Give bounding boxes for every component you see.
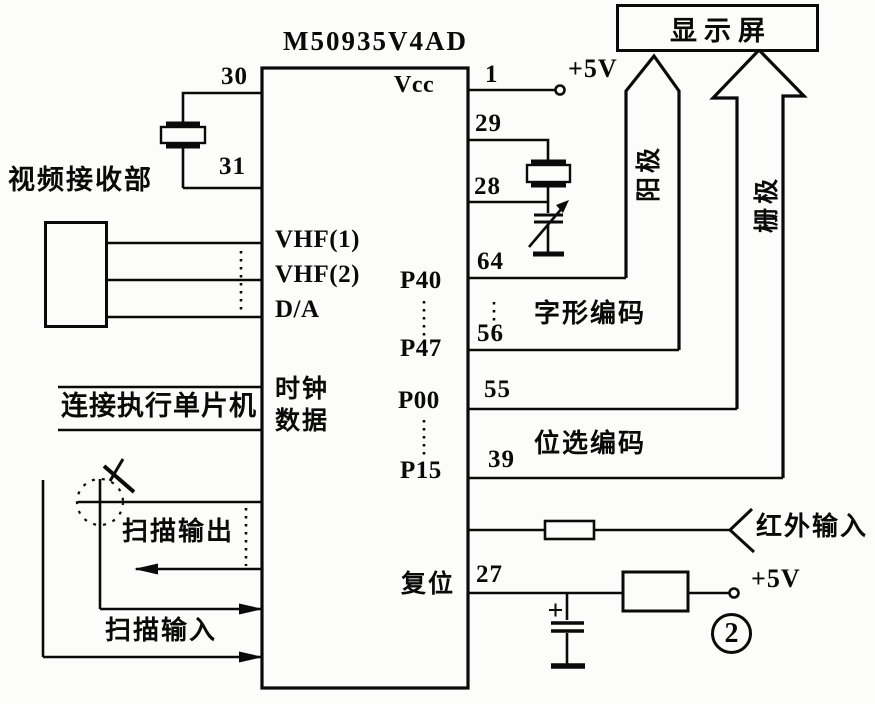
anode-label: 阳极: [636, 144, 663, 203]
reset-circuit: [468, 570, 740, 669]
resistor-icon: [543, 519, 596, 541]
arrowhead-right-icon: [239, 603, 263, 615]
pin-label-p00: P00: [398, 387, 440, 414]
bit-select-code-label: 位选编码: [534, 429, 647, 458]
pin-label-da: D/A: [275, 296, 320, 323]
pin-number-39: 39: [488, 446, 515, 473]
reset-5v-label: +5V: [751, 564, 801, 593]
video-receiver-label: 视频接收部: [8, 165, 153, 195]
pin-number-28: 28: [474, 173, 501, 200]
reset-component-icon: [621, 570, 690, 613]
crystal-right-icon: [525, 163, 572, 184]
terminal-icon: [728, 587, 740, 599]
figure-number: 2: [724, 617, 739, 649]
video-input-wires: [108, 241, 262, 319]
crystal-circuit-right: [468, 138, 572, 257]
pin-label-p40: P40: [400, 267, 442, 294]
display-screen-box: 显示屏: [616, 4, 819, 52]
vcc-5v-label: +5V: [568, 54, 618, 83]
pin-label-vcc: Vcc: [394, 72, 435, 98]
ic-title: M50935V4AD: [283, 26, 468, 56]
grid-label: 栅极: [754, 175, 781, 234]
pin-label-reset: 复位: [401, 571, 456, 598]
polarized-capacitor-icon: [549, 603, 584, 633]
mcu-link-label: 连接执行单片机: [61, 391, 257, 421]
trimmer-capacitor-icon: [528, 200, 569, 248]
pin-label-vhf1: VHF(1): [275, 226, 360, 253]
crystal-left-icon: [159, 125, 207, 145]
switch-lever-icon: [102, 464, 136, 494]
scan-wires: [41, 458, 263, 663]
ir-input-wire: [468, 507, 756, 554]
ir-input-label: 红外输入: [756, 512, 869, 541]
crystal-circuit-left: [159, 91, 262, 190]
pin-number-27: 27: [476, 561, 503, 588]
figure-number-badge: 2: [711, 613, 752, 654]
pin-label-p15: P15: [400, 457, 442, 484]
arrowhead-right-icon: [239, 651, 263, 663]
grid-bus-arrow-icon: [709, 47, 808, 478]
display-screen-label: 显示屏: [670, 15, 772, 46]
scan-input-label: 扫描输入: [105, 616, 218, 645]
vcc-wire: [468, 84, 566, 96]
pin-label-p47: P47: [400, 335, 442, 362]
pin-label-data: 数据: [275, 408, 330, 435]
pin-number-29: 29: [475, 110, 502, 137]
scan-output-label: 扫描输出: [122, 517, 235, 546]
glyph-code-label: 字形编码: [534, 299, 647, 328]
pin-number-56: 56: [477, 320, 504, 347]
ir-chevron-icon: [727, 507, 756, 554]
ic-outline: [260, 66, 470, 690]
pin-label-clock: 时钟: [275, 376, 330, 403]
pin-number-64: 64: [477, 248, 504, 275]
pin-number-1: 1: [485, 61, 499, 88]
pin-number-30: 30: [221, 63, 248, 90]
mcu-link-wires: [58, 385, 262, 432]
anode-bus-arrow-icon: [624, 53, 681, 350]
video-receiver-box: [44, 221, 108, 328]
pin-number-55: 55: [484, 376, 511, 403]
pin-number-31: 31: [219, 153, 246, 180]
arrowhead-left-icon: [134, 563, 158, 575]
pin-label-vhf2: VHF(2): [275, 261, 360, 288]
